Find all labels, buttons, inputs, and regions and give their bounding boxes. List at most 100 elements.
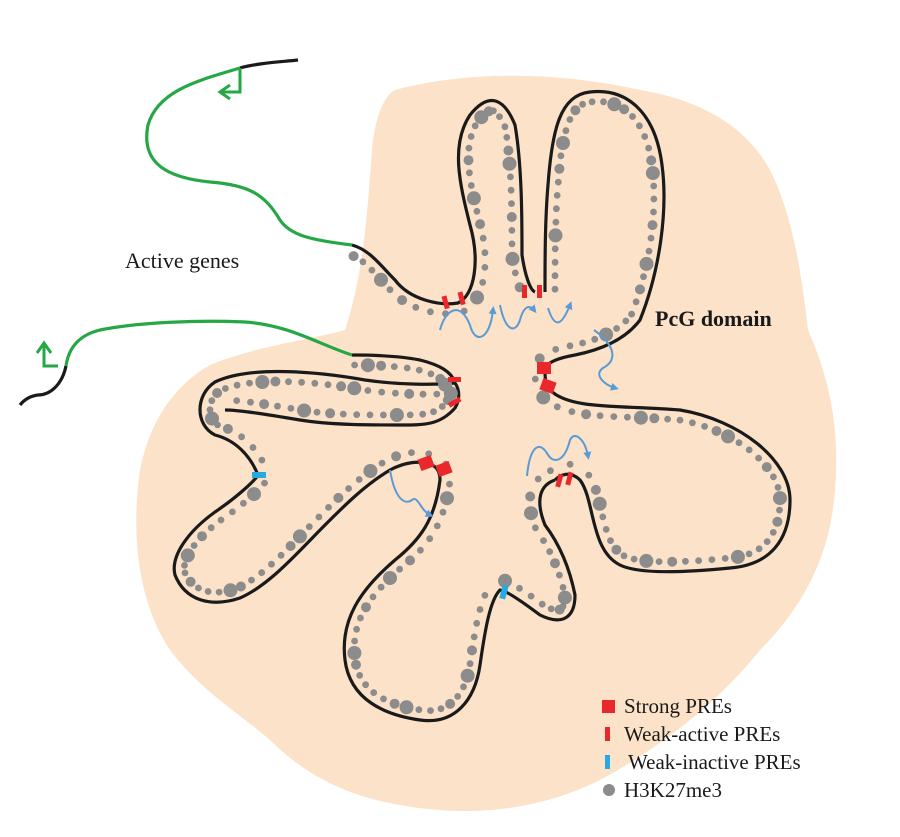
h3k27me3-dot: [366, 411, 374, 419]
h3k27me3-dot: [630, 555, 638, 563]
h3k27me3-dot: [649, 413, 660, 424]
h3k27me3-dot: [274, 402, 281, 410]
h3k27me3-dot: [632, 298, 640, 306]
h3k27me3-dot: [641, 133, 649, 140]
h3k27me3-dot: [277, 551, 285, 559]
h3k27me3-dot: [473, 619, 481, 627]
h3k27me3-dot: [524, 506, 538, 521]
h3k27me3-dot: [392, 389, 399, 397]
h3k27me3-dot: [552, 346, 560, 353]
h3k27me3-dot: [503, 145, 514, 156]
h3k27me3-dot: [755, 545, 763, 553]
h3k27me3-dot: [551, 258, 559, 266]
h3k27me3-dot: [579, 100, 586, 108]
legend-label-weak-inactive: Weak-inactive PREs: [628, 750, 801, 774]
h3k27me3-dot: [745, 550, 753, 558]
h3k27me3-dot: [547, 467, 554, 475]
h3k27me3-dot: [351, 361, 358, 369]
h3k27me3-dot: [380, 695, 387, 703]
h3k27me3-dot: [689, 419, 696, 427]
active-genes-label: Active genes: [125, 248, 239, 273]
weak-active-pre: [441, 295, 450, 310]
h3k27me3-dot: [769, 529, 777, 536]
h3k27me3-dot: [325, 408, 336, 419]
h3k27me3-dot: [695, 557, 702, 564]
h3k27me3-dot: [261, 479, 268, 487]
h3k27me3-dot: [772, 516, 783, 527]
h3k27me3-dot: [223, 583, 238, 598]
h3k27me3-dot: [624, 413, 631, 421]
h3k27me3-dot: [359, 258, 367, 266]
h3k27me3-dot: [566, 460, 574, 468]
h3k27me3-dot: [629, 113, 636, 120]
h3k27me3-dot: [336, 381, 347, 392]
h3k27me3-dot: [481, 264, 489, 271]
h3k27me3-dot: [190, 542, 198, 549]
h3k27me3-dot: [207, 524, 215, 532]
h3k27me3-dot: [506, 212, 517, 222]
h3k27me3-dot: [292, 529, 307, 544]
h3k27me3-dot: [465, 144, 473, 152]
h3k27me3-dot: [298, 378, 305, 386]
h3k27me3-dot: [611, 544, 622, 555]
h3k27me3-dot: [559, 584, 567, 591]
h3k27me3-dot: [460, 683, 467, 691]
h3k27me3-dot: [607, 537, 614, 544]
h3k27me3-dot: [369, 593, 377, 601]
h3k27me3-dot: [249, 444, 257, 451]
h3k27me3-dot: [650, 195, 658, 203]
h3k27me3-dot: [325, 504, 332, 511]
h3k27me3-dot: [516, 584, 523, 592]
h3k27me3-dot: [417, 546, 424, 554]
h3k27me3-dot: [215, 588, 223, 596]
h3k27me3-dot: [229, 508, 236, 516]
h3k27me3-dot: [551, 245, 559, 253]
h3k27me3-dot: [585, 471, 593, 479]
h3k27me3-dot: [311, 379, 319, 387]
h3k27me3-dot: [217, 516, 225, 524]
h3k27me3-dot: [599, 513, 607, 521]
h3k27me3-dot: [270, 376, 281, 387]
h3k27me3-dot: [507, 173, 514, 181]
h3k27me3-dot: [351, 659, 361, 670]
h3k27me3-dot: [430, 408, 437, 416]
pcg-domain-region: [136, 75, 837, 812]
h3k27me3-dot: [546, 548, 554, 555]
h3k27me3-dot: [247, 398, 254, 406]
h3k27me3-dot: [508, 240, 516, 248]
h3k27me3-dot: [505, 251, 520, 266]
h3k27me3-dot: [376, 360, 387, 371]
h3k27me3-dot: [553, 205, 560, 213]
h3k27me3-dot: [481, 249, 489, 257]
h3k27me3-dot: [655, 558, 663, 565]
h3k27me3-dot: [181, 562, 188, 569]
h3k27me3-dot: [466, 191, 481, 206]
h3k27me3-dot: [553, 192, 561, 199]
h3k27me3-dot: [591, 335, 599, 343]
pre-markers: [252, 285, 574, 600]
h3k27me3-dot: [440, 491, 454, 506]
weak-active-pre: [537, 285, 542, 298]
h3k27me3-dot: [708, 556, 716, 563]
weak-active-pre: [447, 396, 462, 408]
h3k27me3-dot: [427, 308, 434, 316]
h3k27me3-dot: [467, 133, 475, 140]
h3k27me3-dot: [650, 182, 658, 190]
h3k27me3-dot: [460, 668, 475, 683]
h3k27me3-dot: [581, 409, 592, 420]
h3k27me3-dot: [353, 411, 361, 418]
h3k27me3-dot: [180, 548, 195, 563]
active-gene-upper: [145, 66, 353, 247]
h3k27me3-dot: [645, 166, 660, 181]
h3k27me3-dot: [471, 122, 479, 130]
h3k27me3-dot: [238, 433, 246, 441]
h3k27me3-dot: [195, 584, 202, 592]
h3k27me3-dot: [297, 403, 312, 418]
h3k27me3-dot: [333, 492, 344, 503]
h3k27me3-dot: [588, 98, 596, 106]
weak-active-pre: [457, 291, 466, 306]
h3k27me3-dot: [233, 381, 241, 389]
h3k27me3-dot: [755, 454, 762, 462]
h3k27me3-dot: [600, 98, 607, 106]
